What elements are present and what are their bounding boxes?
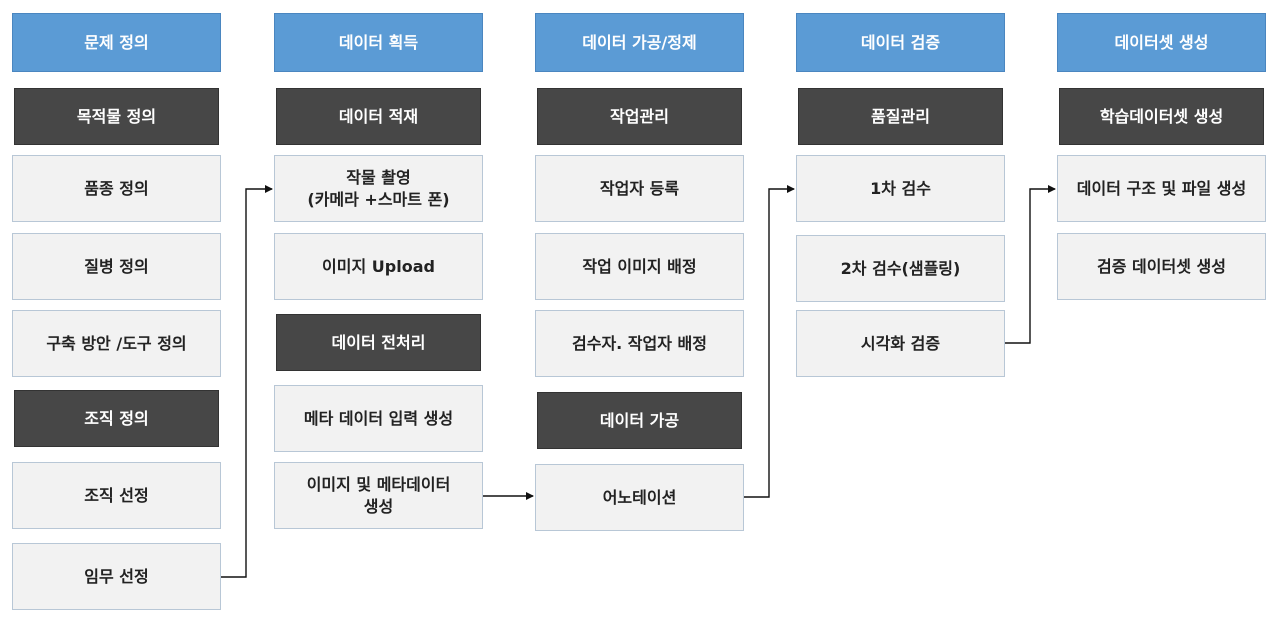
- column-header-data-validation: 데이터 검증: [796, 13, 1005, 72]
- section-data-preprocessing: 데이터 전처리: [276, 314, 481, 371]
- step-image-upload: 이미지 Upload: [274, 233, 483, 300]
- section-training-dataset-creation: 학습데이터셋 생성: [1059, 88, 1264, 145]
- section-data-processing: 데이터 가공: [537, 392, 742, 449]
- step-visualization-validation: 시각화 검증: [796, 310, 1005, 377]
- step-inspector-worker-assignment: 검수자. 작업자 배정: [535, 310, 744, 377]
- step-worker-registration: 작업자 등록: [535, 155, 744, 222]
- step-mission-selection: 임무 선정: [12, 543, 221, 610]
- step-data-structure-file-creation: 데이터 구조 및 파일 생성: [1057, 155, 1266, 222]
- step-organization-selection: 조직 선정: [12, 462, 221, 529]
- step-annotation: 어노테이션: [535, 464, 744, 531]
- column-header-data-acquisition: 데이터 획득: [274, 13, 483, 72]
- section-work-management: 작업관리: [537, 88, 742, 145]
- column-header-problem-definition: 문제 정의: [12, 13, 221, 72]
- connector-col4-to-col5: [1005, 185, 1056, 344]
- step-validation-dataset-creation: 검증 데이터셋 생성: [1057, 233, 1266, 300]
- connector-col1-to-col2: [221, 185, 273, 578]
- connector-col3-to-col4: [744, 185, 795, 498]
- column-header-dataset-creation: 데이터셋 생성: [1057, 13, 1266, 72]
- step-work-image-assignment: 작업 이미지 배정: [535, 233, 744, 300]
- section-data-loading: 데이터 적재: [276, 88, 481, 145]
- section-quality-management: 품질관리: [798, 88, 1003, 145]
- section-organization-definition: 조직 정의: [14, 390, 219, 447]
- step-image-metadata-creation: 이미지 및 메타데이터 생성: [274, 462, 483, 529]
- step-second-inspection-sampling: 2차 검수(샘플링): [796, 235, 1005, 302]
- step-build-plan-tool-definition: 구축 방안 /도구 정의: [12, 310, 221, 377]
- section-target-definition: 목적물 정의: [14, 88, 219, 145]
- step-metadata-input-creation: 메타 데이터 입력 생성: [274, 385, 483, 452]
- step-crop-photography: 작물 촬영 (카메라 +스마트 폰): [274, 155, 483, 222]
- column-header-data-processing: 데이터 가공/정제: [535, 13, 744, 72]
- step-disease-definition: 질병 정의: [12, 233, 221, 300]
- step-variety-definition: 품종 정의: [12, 155, 221, 222]
- step-first-inspection: 1차 검수: [796, 155, 1005, 222]
